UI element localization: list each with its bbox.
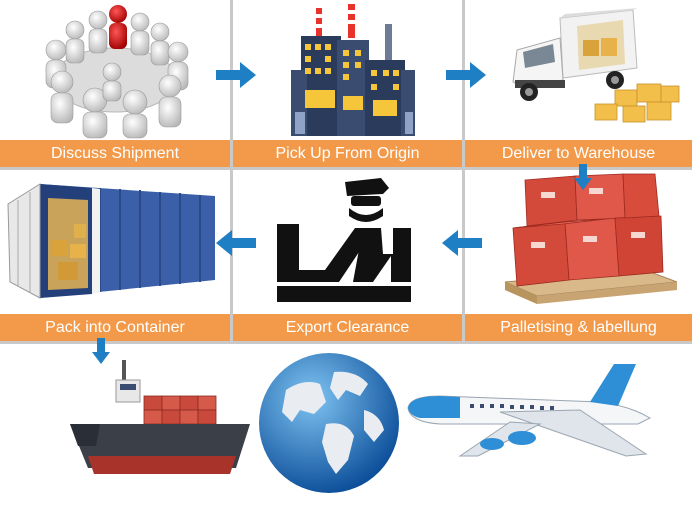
step-label: Pack into Container	[0, 314, 230, 341]
grid-divider	[230, 0, 233, 341]
shipping-container-icon	[7, 183, 215, 299]
grid-divider	[0, 167, 692, 170]
step-label: Discuss Shipment	[0, 140, 230, 167]
step-label: Pick Up From Origin	[233, 140, 462, 167]
transport-strip	[0, 344, 692, 505]
arrow-right-icon	[216, 62, 256, 88]
customs-officer-icon	[277, 178, 411, 302]
grid-divider	[0, 341, 692, 344]
pallet-boxes-icon	[504, 173, 678, 304]
airplane-icon	[407, 364, 652, 457]
step-label: Export Clearance	[233, 314, 462, 341]
step-label: Palletising & labellung	[465, 314, 692, 341]
step-label: Deliver to Warehouse	[465, 140, 692, 167]
step-palletising-labelling: Palletising & labellung	[465, 170, 692, 341]
arrow-right-icon	[446, 62, 486, 88]
step-pack-into-container: Pack into Container	[0, 170, 230, 341]
cargo-ship-icon	[70, 360, 250, 474]
meeting-people-icon	[45, 5, 189, 139]
delivery-truck-icon	[512, 8, 680, 123]
step-pick-up-from-origin: Pick Up From Origin	[233, 0, 462, 167]
arrow-down-icon	[92, 338, 110, 364]
arrow-left-icon	[216, 230, 256, 256]
arrow-left-icon	[442, 230, 482, 256]
step-export-clearance: Export Clearance	[233, 170, 462, 341]
globe-icon	[259, 353, 399, 493]
step-deliver-to-warehouse: Deliver to Warehouse	[465, 0, 692, 167]
arrow-down-icon	[574, 164, 592, 190]
step-discuss-shipment: Discuss Shipment	[0, 0, 230, 167]
grid-divider	[462, 0, 465, 341]
factory-icon	[291, 4, 415, 136]
